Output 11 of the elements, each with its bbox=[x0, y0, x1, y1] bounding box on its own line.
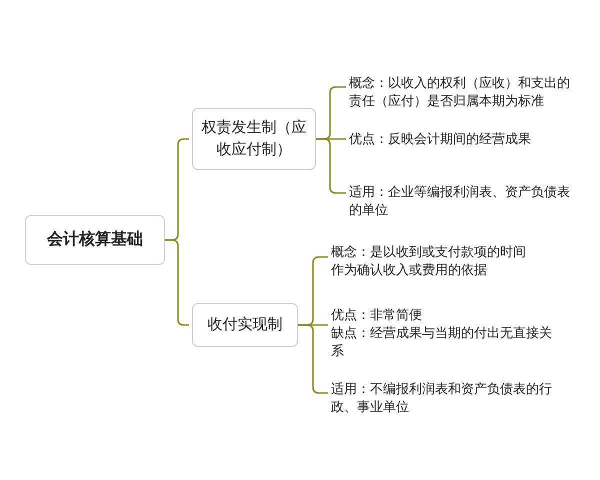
connector-line bbox=[316, 138, 346, 194]
note-text: 适用：不编报利润表和资产负债表的行政、事业单位 bbox=[331, 380, 553, 416]
topic-box: 收付实现制 bbox=[192, 303, 298, 347]
note-text: 优点：非常简便 bbox=[331, 306, 423, 324]
topic-box: 权责发生制（应收应付制） bbox=[192, 108, 316, 170]
note-text: 缺点：经营成果与当期的付出无直接关系 bbox=[331, 324, 553, 360]
note-text: 适用：企业等编报利润表、资产负债表的单位 bbox=[349, 183, 571, 219]
root-topic-box: 会计核算基础 bbox=[25, 215, 165, 265]
note-text: 优点：反映会计期间的经营成果 bbox=[349, 130, 532, 148]
note-text: 概念：是以收到或支付款项的时间作为确认收入或费用的依据 bbox=[331, 243, 527, 279]
note-text: 概念：以收入的权利（应收）和支出的责任（应付）是否归属本期为标准 bbox=[349, 74, 571, 110]
